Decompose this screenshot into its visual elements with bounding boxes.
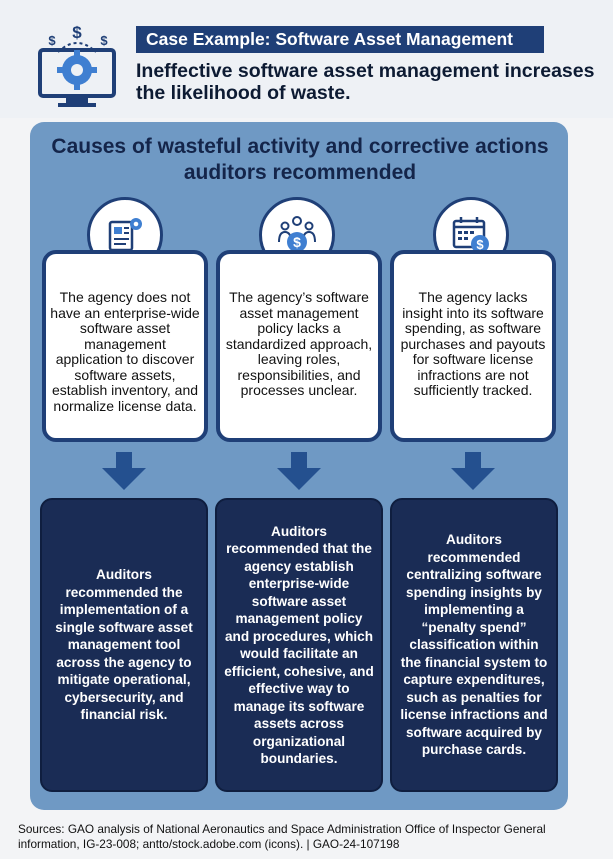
- cause-box-3: The agency lacks insight into its softwa…: [390, 250, 556, 442]
- svg-text:$: $: [100, 33, 108, 48]
- case-example-banner: Case Example: Software Asset Management: [136, 26, 544, 53]
- arrow-down-icon: [451, 452, 495, 490]
- section-title: Causes of wasteful activity and correcti…: [51, 135, 549, 184]
- svg-text:$: $: [293, 234, 301, 250]
- arrow-down-icon: [102, 452, 146, 490]
- people-dollar-icon: $: [278, 216, 316, 252]
- cause-box-2: The agency’s software asset management p…: [216, 250, 382, 442]
- recommendation-box-2: Auditors recommended that the agency est…: [215, 498, 383, 792]
- recommendation-box-1: Auditors recommended the implementation …: [40, 498, 208, 792]
- recommendation-text-1: Auditors recommended the implementation …: [55, 567, 193, 723]
- source-note: Sources: GAO analysis of National Aerona…: [18, 822, 546, 851]
- svg-text:$: $: [72, 23, 82, 42]
- recommendation-box-3: Auditors recommended centralizing softwa…: [390, 498, 558, 792]
- headline: Ineffective software asset management in…: [136, 60, 595, 104]
- recommendation-text-3: Auditors recommended centralizing softwa…: [400, 532, 548, 758]
- header-area: [0, 0, 613, 118]
- arrow-down-icon: [277, 452, 321, 490]
- monitor-gear-dollar-icon: $ $ $: [38, 23, 116, 107]
- calendar-dollar-icon: $: [452, 217, 489, 253]
- cause-box-1: The agency does not have an enterprise-w…: [42, 250, 208, 442]
- svg-text:$: $: [48, 33, 56, 48]
- svg-text:$: $: [476, 237, 484, 252]
- recommendation-text-2: Auditors recommended that the agency est…: [224, 523, 374, 767]
